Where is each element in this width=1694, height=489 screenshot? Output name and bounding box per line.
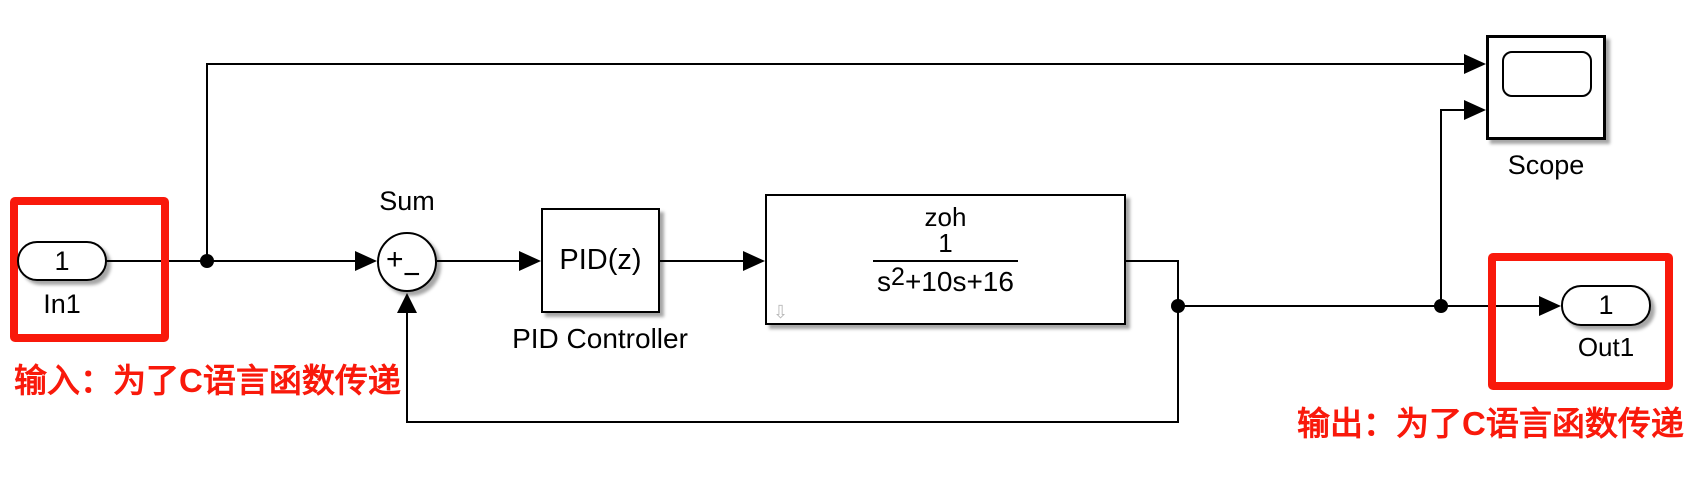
wire-in1-to-sum — [106, 260, 357, 262]
sum-plus-sign: + — [386, 243, 404, 276]
out1-port-number: 1 — [1598, 290, 1614, 320]
annotation-output-note: 输出：为了C语言函数传递 — [1297, 405, 1684, 442]
sum-block[interactable]: + − — [377, 232, 437, 292]
sum-minus-sign: − — [403, 258, 421, 291]
wire-arrowhead — [397, 293, 417, 313]
wire-arrowhead — [355, 251, 377, 271]
pid-block-text: PID(z) — [559, 244, 642, 276]
pid-controller-block[interactable]: PID(z) — [541, 208, 660, 313]
wire-plant-output-down — [1177, 260, 1179, 307]
branch-dot — [200, 254, 214, 268]
outport-block-out1[interactable]: 1 — [1561, 285, 1651, 326]
wire-feedback-up — [406, 313, 408, 422]
in1-block-label: In1 — [43, 289, 81, 319]
wire-branch-up — [206, 64, 208, 261]
out1-block-label: Out1 — [1577, 332, 1635, 362]
wire-pid-to-plant — [660, 260, 743, 262]
expand-down-icon: ⇩ — [773, 302, 789, 322]
scope-block[interactable] — [1486, 35, 1606, 140]
wire-branch-to-scope-input2 — [1440, 109, 1464, 111]
in1-port-number: 1 — [54, 245, 70, 276]
wire-to-scope-input1 — [206, 63, 1464, 65]
scope-block-label: Scope — [1507, 150, 1585, 180]
wire-branch-to-scope-input2 — [1440, 109, 1442, 306]
wire-feedback-bottom — [406, 421, 1179, 423]
sum-block-label: Sum — [379, 186, 435, 216]
wire-to-out1 — [1177, 305, 1441, 307]
scope-screen — [1502, 51, 1592, 97]
out1-highlight-box[interactable] — [1488, 253, 1673, 390]
inport-block-in1[interactable]: 1 — [17, 241, 107, 281]
annotation-input-note: 输入：为了C语言函数传递 — [14, 362, 401, 399]
wire-arrowhead — [519, 251, 541, 271]
pid-block-label: PID Controller — [512, 323, 688, 354]
plant-numerator: 1 — [938, 228, 953, 258]
wire-arrowhead — [743, 251, 765, 271]
wire-arrowhead — [1464, 54, 1486, 74]
transfer-fcn-block[interactable]: zoh 1 s2+10s+16 ⇩ — [765, 194, 1126, 325]
in1-highlight-box[interactable] — [10, 197, 169, 342]
plant-denominator: s2+10s+16 — [877, 263, 1014, 297]
wire-plant-output — [1126, 260, 1179, 262]
plant-discretization-method: zoh — [924, 202, 967, 232]
fraction-bar — [873, 260, 1018, 262]
wire-arrowhead — [1539, 296, 1561, 316]
wire-arrowhead — [1464, 100, 1486, 120]
wire-feedback-down — [1177, 306, 1179, 423]
wire-sum-to-pid — [437, 260, 519, 262]
